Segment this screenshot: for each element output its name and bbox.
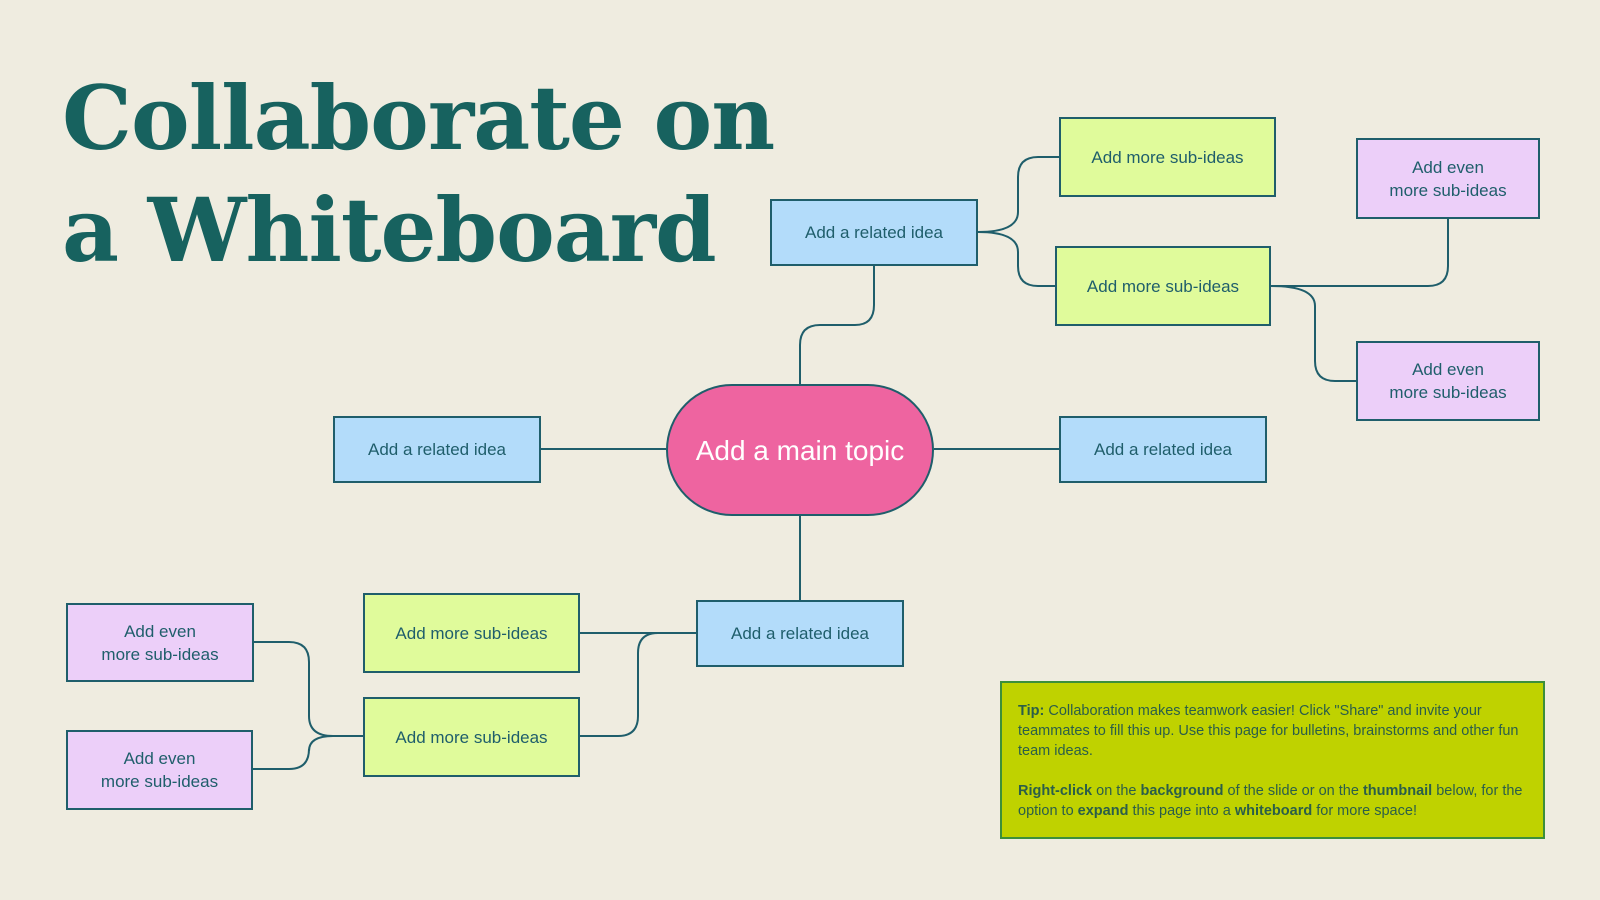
tip-text: this page into a [1128, 803, 1235, 819]
even-more-idea-label: Add even more sub-ideas [1389, 358, 1506, 404]
related-idea-bottom[interactable]: Add a related idea [696, 600, 904, 667]
connector-top-to-sub1 [977, 156, 1059, 233]
main-topic-label: Add a main topic [695, 434, 905, 466]
related-idea-label: Add a related idea [1094, 440, 1232, 459]
even-more-line-2: more sub-ideas [1389, 180, 1507, 200]
sub-idea-bottom-1[interactable]: Add more sub-ideas [363, 593, 580, 673]
page-title: Collaborate on a Whiteboard [62, 62, 775, 286]
related-idea-label: Add a related idea [805, 223, 943, 242]
even-more-line-2: more sub-ideas [100, 772, 219, 791]
tip-bold-whiteboard: whiteboard [1234, 803, 1313, 819]
even-more-line-1: Add even [1412, 157, 1484, 177]
even-more-line-1: Add even [123, 749, 196, 768]
sub-idea-top-1[interactable]: Add more sub-ideas [1059, 117, 1276, 197]
title-line-2: a Whiteboard [62, 178, 717, 282]
connector-bottom-to-sub2 [580, 632, 696, 737]
even-more-line-2: more sub-ideas [1389, 383, 1507, 402]
tip-text: on the [1092, 783, 1141, 799]
sub-idea-label: Add more sub-ideas [1086, 276, 1240, 296]
even-more-line-2: more sub-ideas [101, 644, 219, 664]
tip-text: for more space! [1312, 803, 1417, 819]
tip-bold-background: background [1140, 783, 1224, 799]
connector-sub2-to-even2 [1270, 285, 1356, 382]
even-more-idea-bottom-2[interactable]: Add even more sub-ideas [66, 730, 253, 810]
even-more-idea-bottom-1[interactable]: Add even more sub-ideas [66, 603, 254, 682]
even-more-idea-top-1[interactable]: Add even more sub-ideas [1356, 138, 1540, 219]
related-idea-top[interactable]: Add a related idea [770, 199, 978, 266]
tip-box: Tip: Collaboration makes teamwork easier… [1000, 681, 1545, 839]
connector-main-to-top [799, 266, 875, 384]
tip-label: Tip: [1018, 703, 1045, 719]
tip-text: of the slide or on the [1223, 783, 1363, 799]
even-more-line-1: Add even [124, 621, 196, 641]
related-idea-label: Add a related idea [368, 440, 506, 459]
even-more-idea-top-2[interactable]: Add even more sub-ideas [1356, 341, 1540, 421]
sub-idea-bottom-2[interactable]: Add more sub-ideas [363, 697, 580, 777]
connector-sub2-to-even1 [1271, 219, 1449, 287]
sub-idea-label: Add more sub-ideas [395, 727, 548, 747]
connector-sub2-to-even2 [253, 735, 363, 770]
related-idea-label: Add a related idea [731, 624, 869, 643]
sub-idea-label: Add more sub-ideas [1091, 147, 1244, 167]
tip-text: below, for the option to [1018, 783, 1523, 819]
tip-bold-expand: expand [1077, 803, 1129, 819]
tip-paragraph-2: Right-click on the background of the sli… [1018, 781, 1527, 821]
title-line-1: Collaborate on [62, 66, 775, 170]
related-idea-left[interactable]: Add a related idea [333, 416, 541, 483]
connector-top-to-sub2 [977, 231, 1055, 287]
even-more-idea-label: Add even more sub-ideas [1389, 156, 1506, 202]
related-idea-right[interactable]: Add a related idea [1059, 416, 1267, 483]
even-more-line-1: Add even [1412, 360, 1484, 379]
main-topic-node[interactable]: Add a main topic [666, 384, 934, 516]
sub-idea-top-2[interactable]: Add more sub-ideas [1055, 246, 1271, 326]
even-more-idea-label: Add even more sub-ideas [101, 747, 218, 793]
tip-bold-right-click: Right-click [1018, 783, 1093, 799]
connector-sub2-to-even1 [254, 641, 363, 737]
even-more-idea-label: Add even more sub-ideas [101, 620, 218, 666]
sub-idea-label: Add more sub-ideas [395, 623, 548, 643]
tip-bold-thumbnail: thumbnail [1362, 783, 1433, 799]
tip-text: Collaboration makes teamwork easier! Cli… [1018, 703, 1519, 759]
tip-paragraph-1: Tip: Collaboration makes teamwork easier… [1018, 701, 1527, 761]
